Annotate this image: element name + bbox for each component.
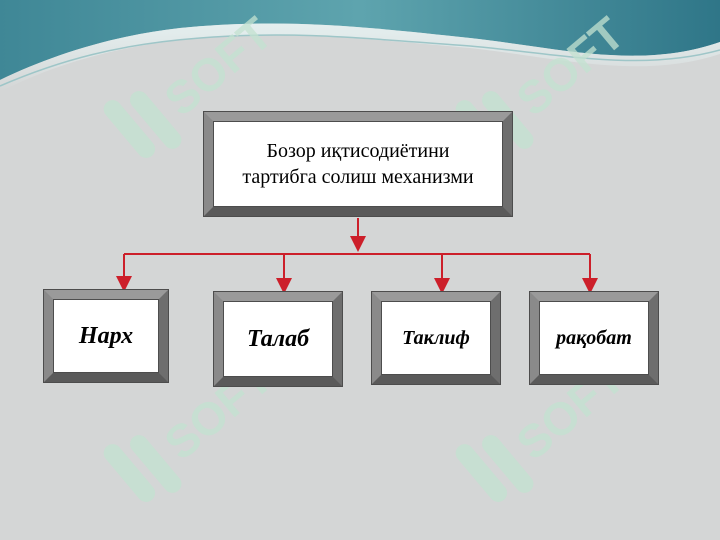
node-label: Таклиф — [402, 326, 470, 349]
root-label: Бозор иқтисодиётини тартибга солиш механ… — [242, 138, 473, 190]
root-label-line-1: Бозор иқтисодиётини — [266, 140, 450, 162]
node-box-narkh: Нарх — [44, 290, 168, 382]
node-box-talab: Талаб — [214, 292, 342, 386]
node-box-raqobat: рақобат — [530, 292, 658, 384]
root-box: Бозор иқтисодиётини тартибга солиш механ… — [204, 112, 512, 216]
node-label: Талаб — [246, 325, 310, 352]
node-label: рақобат — [556, 326, 632, 349]
wave-line — [0, 34, 720, 87]
wave-top — [0, 0, 720, 80]
root-label-line-2: тартибга солиш механизми — [242, 166, 474, 188]
node-label: Нарх — [78, 322, 134, 349]
node-box-taklif: Таклиф — [372, 292, 500, 384]
